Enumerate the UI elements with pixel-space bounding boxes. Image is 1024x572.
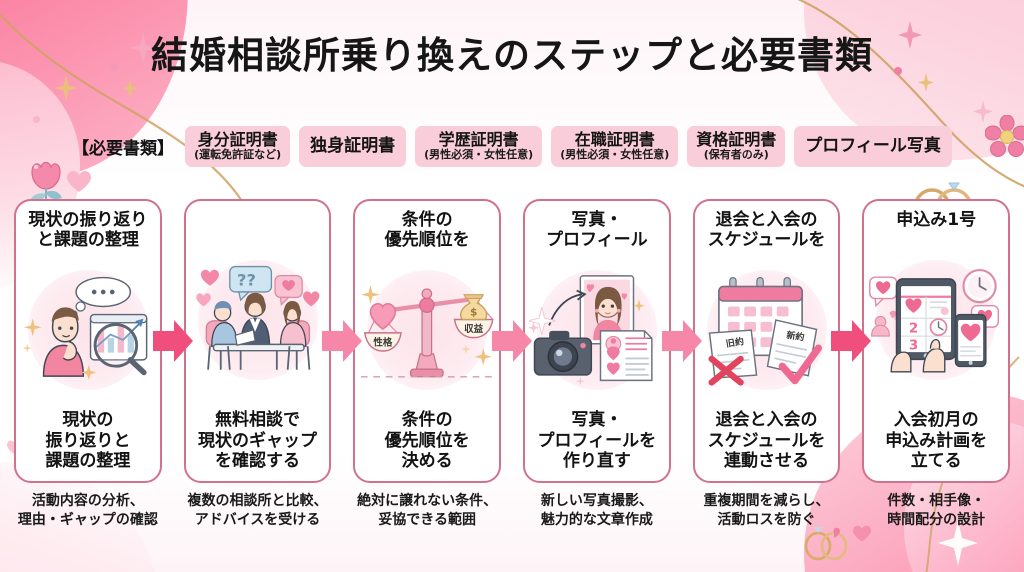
step-arrow-2 — [322, 320, 363, 362]
document-tag-name: 独身証明書 — [310, 136, 396, 156]
page-title: 結婚相談所乗り換えのステップと必要書類 — [151, 34, 873, 77]
document-tag-name: 身分証明書 — [197, 130, 278, 150]
document-tag-name: 在職証明書 — [574, 130, 655, 150]
step-card-3[interactable]: 条件の 優先順位を 性 — [353, 199, 502, 483]
caption-gap — [671, 492, 693, 530]
step-summary: 条件の 優先順位を 決める — [384, 409, 470, 472]
step-caption-6: 件数・相手像・ 時間配分の設計 — [887, 493, 986, 528]
sparkle-icon — [122, 79, 138, 98]
svg-text:2: 2 — [909, 322, 918, 337]
step-title: 現状の振り返り と課題の整理 — [28, 210, 148, 251]
step-title: 退会と入会の スケジュールを — [707, 210, 826, 251]
caption-gap — [840, 492, 862, 530]
step-illustration-balance-scale: 性格 収益 $ — [359, 251, 495, 410]
scale-label-right: 収益 — [464, 323, 484, 335]
step-illustration-calendar-contracts: 旧約 新約 — [699, 251, 835, 410]
step-illustration-consultation: ?? — [190, 230, 326, 410]
document-tag-photo: プロフィール写真 — [794, 126, 952, 168]
step-illustration-tablet-phone: 2 3 ··· — [868, 230, 1004, 409]
step-card-5[interactable]: 退会と入会の スケジュールを — [692, 199, 841, 483]
step-caption-5: 重複期間を減らし、 活動ロスを防ぐ — [703, 493, 830, 528]
step-caption-3: 絶対に譲れない条件、 妥協できる範囲 — [357, 493, 498, 528]
step-summary: 写真・ プロフィールを 作り直す — [537, 409, 657, 472]
step-title: 申込み1号 — [896, 210, 977, 230]
step-arrow-5 — [831, 320, 872, 362]
document-tag-qualification: 資格証明書 (保有者のみ) — [687, 126, 786, 168]
step-summary: 退会と入会の スケジュールを 連動させる — [707, 409, 826, 472]
scale-label-left: 性格 — [374, 337, 394, 349]
step-illustration-thinking-person — [20, 251, 156, 410]
step-card-6[interactable]: 申込み1号 — [862, 199, 1011, 483]
step-title: 条件の 優先順位を — [384, 210, 470, 251]
document-tag-id: 身分証明書 (運転免許証など) — [185, 126, 291, 168]
steps-row: 現状の振り返り と課題の整理 — [14, 199, 1011, 483]
step-card-4[interactable]: 写真・ プロフィール — [523, 199, 671, 483]
document-tag-note: (男性必須・女性任意) — [560, 148, 670, 162]
step-arrow-4 — [661, 320, 702, 362]
document-tag-note: (運転免許証など) — [194, 148, 282, 162]
contract-label-old: 旧約 — [725, 335, 745, 350]
document-tag-employment: 在職証明書 (男性必須・女性任意) — [551, 126, 679, 168]
step-arrow-1 — [152, 320, 193, 362]
step-card-2[interactable]: ?? — [183, 199, 332, 483]
caption-gap — [501, 492, 523, 530]
step-caption-1: 活動内容の分析、 理由・ギャップの確認 — [17, 493, 158, 528]
document-tag-education: 学歴証明書 (男性必須・女性任意) — [415, 126, 543, 168]
step-card-1[interactable]: 現状の振り返り と課題の整理 — [14, 199, 162, 483]
step-title: 写真・ プロフィール — [546, 210, 648, 251]
svg-text:$: $ — [470, 307, 477, 319]
required-documents-row: 【必要書類】 身分証明書 (運転免許証など) 独身証明書 学歴証明書 (男性必須… — [0, 126, 1024, 168]
required-documents-label: 【必要書類】 — [72, 139, 175, 160]
svg-text:3: 3 — [909, 339, 918, 354]
document-tag-name: 学歴証明書 — [438, 130, 519, 150]
step-illustration-camera-profile — [529, 251, 665, 410]
document-tag-name: 資格証明書 — [696, 130, 777, 150]
sparkle-icon — [973, 100, 993, 123]
step-caption-4: 新しい写真撮影、 魅力的な文章作成 — [540, 493, 653, 528]
document-tag-note: (保有者のみ) — [703, 148, 769, 162]
step-caption-2: 複数の相談所と比較、 アドバイスを受ける — [187, 493, 328, 528]
contract-label-new: 新約 — [785, 329, 805, 343]
heart-icon — [67, 171, 91, 192]
step-summary: 入会初月の 申込み計画を 立てる — [885, 409, 988, 472]
document-tag-name: プロフィール写真 — [805, 136, 941, 156]
step-summary: 現状の 振り返りと 課題の整理 — [45, 409, 131, 472]
svg-text:??: ?? — [237, 271, 256, 290]
decorative-dot — [33, 116, 40, 123]
captions-row: 活動内容の分析、 理由・ギャップの確認 複数の相談所と比較、 アドバイスを受ける… — [14, 492, 1010, 530]
caption-gap — [331, 492, 353, 530]
step-arrow-3 — [492, 320, 533, 362]
document-tag-single: 独身証明書 — [299, 126, 407, 168]
caption-gap — [162, 492, 184, 530]
document-tag-note: (男性必須・女性任意) — [424, 148, 534, 162]
step-summary: 無料相談で 現状のギャップ を確認する — [198, 409, 317, 472]
